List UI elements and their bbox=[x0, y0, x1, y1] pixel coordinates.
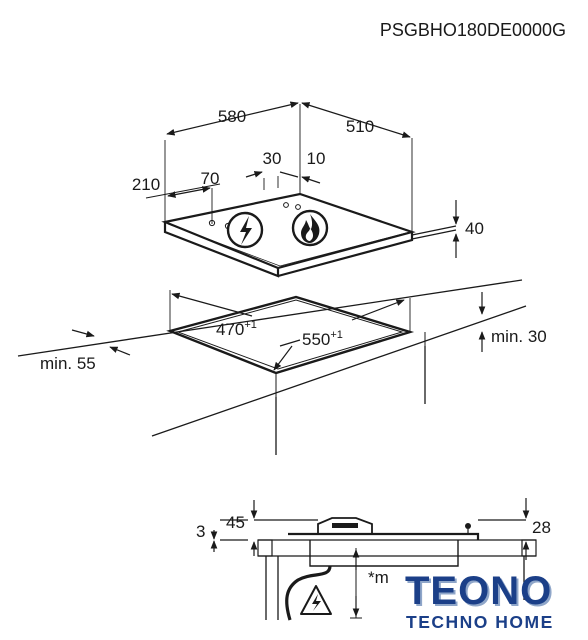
logo-wordmark: TEONO bbox=[405, 569, 552, 613]
dim-side-right: 28 bbox=[532, 518, 551, 537]
electric-hazard-warning-icon bbox=[300, 585, 332, 615]
hob-top-view bbox=[145, 104, 457, 278]
dim-cutout-depth: 470+1 bbox=[216, 319, 257, 339]
dim-min-back: min. 30 bbox=[491, 327, 547, 346]
logo-tagline: TECHNO HOME bbox=[406, 612, 554, 632]
flame-icon bbox=[291, 209, 329, 247]
dim-left-a: 210 bbox=[132, 175, 160, 194]
dim-depth: 510 bbox=[346, 117, 374, 136]
cutout-dimension-lines bbox=[71, 292, 486, 371]
dim-offset-a: 30 bbox=[263, 149, 282, 168]
dim-offset-b: 10 bbox=[307, 149, 326, 168]
lightning-icon bbox=[226, 211, 264, 249]
logo-shadow: TEONO bbox=[407, 571, 554, 615]
dim-width: 580 bbox=[218, 107, 246, 126]
side-dimension-lines bbox=[210, 498, 530, 617]
dim-left-b: 70 bbox=[201, 169, 220, 188]
dim-height: 40 bbox=[465, 219, 484, 238]
teono-logo: TEONO TEONO TECHNO HOME bbox=[405, 569, 554, 632]
dim-clearance: *m bbox=[368, 568, 389, 587]
worktop-cutout bbox=[17, 279, 527, 455]
dim-side-left: 3 bbox=[196, 522, 205, 541]
top-dimension-lines bbox=[166, 101, 460, 258]
dim-side-left-b: 45 bbox=[226, 513, 245, 532]
dim-min-front: min. 55 bbox=[40, 354, 96, 373]
dim-cutout-width: 550+1 bbox=[302, 329, 343, 349]
product-code: PSGBHO180DE0000G bbox=[380, 20, 566, 40]
